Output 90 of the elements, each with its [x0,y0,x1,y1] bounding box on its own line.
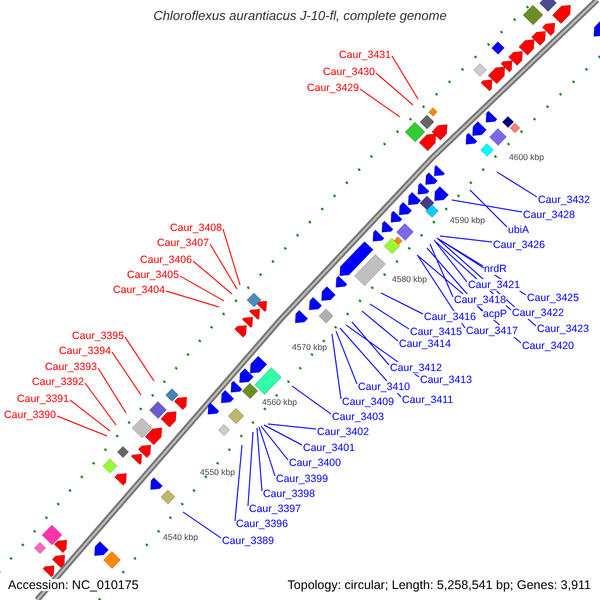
leader-line [470,190,508,228]
gene-label: Caur_3393 [45,361,97,373]
leader-line [192,260,232,294]
gene-label: Caur_3401 [303,442,355,454]
gene-label: Caur_3428 [523,209,575,221]
gene-label: Caur_3415 [410,326,462,338]
leader-line [430,244,454,298]
leader-line [84,382,116,426]
gene-label: Caur_3418 [454,294,506,306]
leader-line [264,424,302,446]
gene-label: Caur_3396 [236,518,288,530]
gene-label: Caur_3408 [170,222,222,234]
gene-label: Caur_3391 [17,393,69,405]
gene-label: Caur_3412 [390,362,442,374]
leader-line [70,400,110,432]
leader-line [352,322,390,366]
leader-line [182,512,222,538]
leader-line [370,304,410,330]
scale-label: 4550 kbp [200,466,235,478]
gene-label: Caur_3422 [512,307,564,319]
gene-label: Caur_3423 [537,323,589,335]
gene-label: Caur_3395 [72,330,124,342]
leader-line [180,276,224,302]
gene-label: Caur_3398 [263,488,315,500]
gene-label: Caur_3399 [276,473,328,485]
leader-line [56,416,108,436]
gene-label: acpP [483,308,507,320]
gene-label: Caur_3389 [222,535,274,547]
gene-label: Caur_3400 [289,457,341,469]
leader-line [112,352,142,396]
gene-label: Caur_3431 [339,49,391,61]
leader-line [292,386,332,414]
gene-label: Caur_3420 [522,340,574,352]
leader-line [392,56,418,100]
leader-line [332,334,342,400]
leader-line [222,228,240,286]
leader-line [248,432,254,506]
gene-label: Caur_3426 [493,239,545,251]
leader-line [452,200,522,212]
map-title: Chloroflexus aurantiacus J-10-fl, complete genome [152,10,448,22]
leader-line [436,238,484,266]
leader-line [336,330,358,384]
gene-label: Caur_3407 [157,237,209,249]
gene-label: Caur_3390 [4,409,56,421]
genome-info-text: Topology: circular; Length: 5,258,541 bp; Genes: 3,911 [288,579,591,591]
gene-label: Caur_3411 [402,394,454,406]
leader-line [362,310,398,342]
gene-label: Caur_3404 [113,284,165,296]
gene-label: Caur_3403 [332,411,384,423]
gene-label: ubiA [508,224,530,236]
leader-line [440,236,492,242]
accession-text: Accession: NC_010175 [8,579,139,591]
leader-line [260,426,288,460]
scale-label: 4570 kbp [292,341,327,353]
scale-label: 4590 kbp [450,214,485,226]
gene-label: Caur_3394 [59,345,111,357]
gene-label: Caur_3425 [527,292,579,304]
leader-line [124,336,154,382]
leader-line [380,292,424,314]
leader-line [256,428,262,492]
leader-line [234,444,242,522]
gene-label: Caur_3417 [466,325,518,337]
gene-label: Caur_3402 [317,426,369,438]
leader-line [360,88,400,118]
gene-label: Caur_3432 [538,194,590,206]
gene-label: Caur_3406 [140,254,192,266]
leader-line [210,244,238,290]
scale-label: 4540 kbp [163,531,198,543]
scale-label: 4580 kbp [392,273,427,285]
gene-label: Caur_3405 [127,269,179,281]
gene-label: Caur_3430 [323,66,375,78]
leader-line [98,368,126,414]
leader-line [268,424,316,430]
scale-label: 4560 kbp [262,396,297,408]
scale-label: 4600 kbp [509,151,544,163]
gene-label: Caur_3392 [32,376,84,388]
gene-label: Caur_3421 [468,279,520,291]
gene-label: Caur_3416 [424,311,476,323]
gene-label: Caur_3429 [307,82,359,94]
leader-line [166,290,220,308]
gene-label: Caur_3397 [249,503,301,515]
gene-label: Caur_3409 [342,396,394,408]
leader-line [258,426,276,476]
gene-label: Caur_3410 [358,381,410,393]
gene-label: Caur_3413 [420,374,472,386]
leader-line [496,172,538,198]
gene-label: nrdR [484,263,507,275]
leader-line [434,240,468,282]
leader-line [376,72,414,106]
gene-label: Caur_3414 [399,338,451,350]
